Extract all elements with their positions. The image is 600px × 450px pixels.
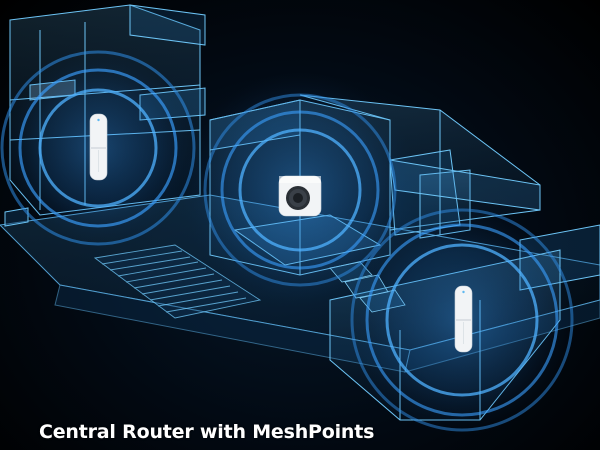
staircase — [93, 244, 262, 319]
small-box — [4, 207, 29, 227]
router-icon — [278, 175, 322, 217]
meshpoint-icon — [454, 285, 473, 353]
meshpoint-icon — [89, 113, 108, 181]
image-caption: Central Router with MeshPoints — [39, 421, 375, 443]
